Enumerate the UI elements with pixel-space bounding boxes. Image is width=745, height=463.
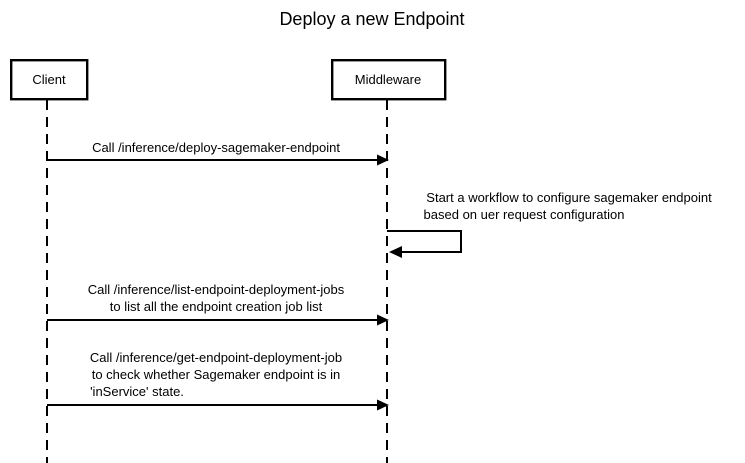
message-self-start-workflow[interactable]: Start a workflow to configure sagemaker … — [387, 190, 712, 258]
arrowhead-icon — [377, 399, 389, 411]
participant-label-client: Client — [32, 72, 66, 87]
participant-box-middleware[interactable] — [331, 59, 447, 101]
self-message-label-line-1: Start a workflow to configure sagemaker … — [426, 190, 712, 205]
message-label-line-1: Call /inference/get-endpoint-deployment-… — [90, 350, 342, 365]
message-label-line-2: to list all the endpoint creation job li… — [110, 299, 323, 314]
arrowhead-icon — [377, 314, 389, 326]
message-list-endpoint-deployment-jobs[interactable]: Call /inference/list-endpoint-deployment… — [47, 282, 389, 326]
participant-box-client[interactable] — [9, 59, 89, 101]
message-deploy-sagemaker-endpoint[interactable]: Call /inference/deploy-sagemaker-endpoin… — [47, 140, 389, 166]
message-label-line: Call /inference/deploy-sagemaker-endpoin… — [92, 140, 340, 155]
diagram-title: Deploy a new Endpoint — [279, 9, 464, 29]
arrowhead-icon — [389, 246, 402, 258]
message-get-endpoint-deployment-job[interactable]: Call /inference/get-endpoint-deployment-… — [47, 350, 389, 411]
message-label-line-2: to check whether Sagemaker endpoint is i… — [92, 367, 341, 382]
arrowhead-icon — [377, 154, 389, 166]
participant-label-middleware: Middleware — [355, 72, 421, 87]
self-message-loop-line — [387, 230, 462, 253]
message-label-line-1: Call /inference/list-endpoint-deployment… — [88, 282, 345, 297]
self-message-label-line-2: based on uer request configuration — [424, 207, 625, 222]
message-label-line-3: 'inService' state. — [90, 384, 184, 399]
